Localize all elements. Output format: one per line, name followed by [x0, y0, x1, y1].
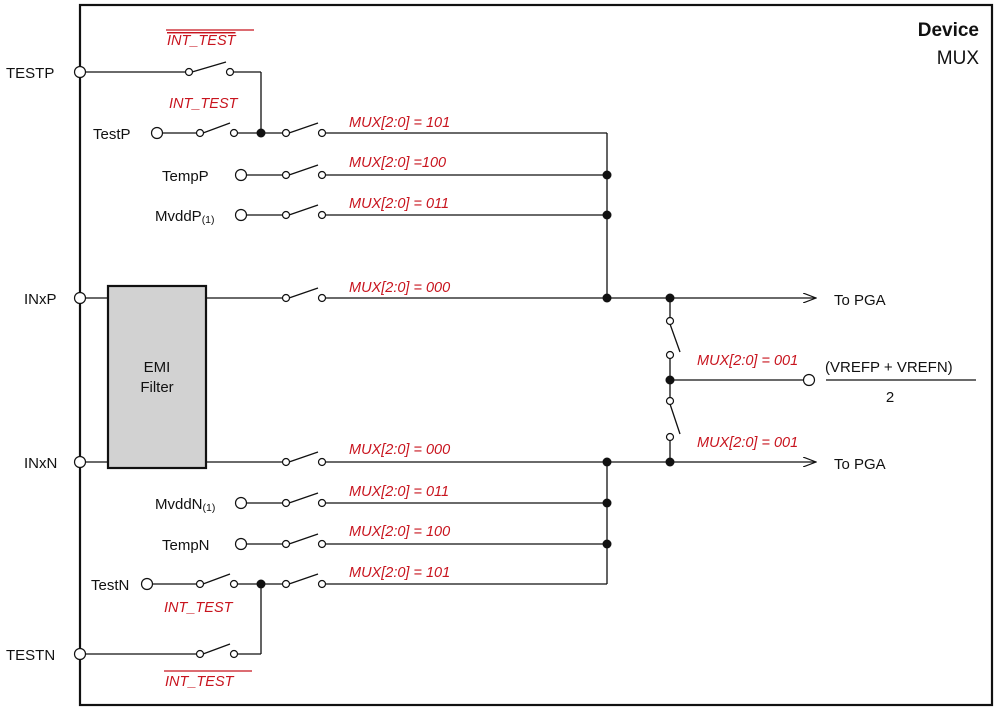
switch-mux000-p	[288, 287, 319, 299]
junction-dots	[256, 128, 675, 589]
input-terminal-tempn	[234, 537, 248, 551]
annotation-mux-001-mid: MUX[2:0] = 001	[697, 353, 798, 369]
output-label-to-pga-bottom: To PGA	[834, 456, 886, 473]
input-terminal-testp	[150, 126, 164, 140]
switch-mux000-n	[288, 451, 319, 463]
input-label-mvddn: MvddN(1)	[155, 496, 215, 514]
input-terminal-mvddp	[234, 208, 248, 222]
switch-mux100-p	[288, 164, 319, 176]
device-border	[78, 3, 994, 707]
input-label-testp: TestP	[93, 126, 131, 143]
mux-subtitle: MUX	[937, 48, 980, 69]
switch-mux011-p	[288, 204, 319, 216]
annotation-mux-000-p: MUX[2:0] = 000	[349, 280, 450, 296]
annotation-int-test-bottom: INT_TEST	[164, 600, 234, 616]
switch-mux101-n	[288, 573, 319, 585]
pin-label-inxn: INxN	[24, 455, 57, 472]
input-label-testn: TestN	[91, 577, 129, 594]
pin-terminal-inxp	[73, 291, 87, 305]
vref-denominator: 2	[886, 389, 894, 406]
annotation-int-test-bar-top: INT_TEST	[167, 33, 237, 49]
input-terminal-mvddn	[234, 496, 248, 510]
switch-mux001-top	[669, 323, 681, 353]
input-label-mvddp: MvddP(1)	[155, 208, 215, 226]
annotation-mux-100-p: MUX[2:0] =100	[349, 155, 446, 171]
switch-mux101-p	[288, 122, 319, 134]
wires	[85, 61, 976, 655]
output-label-to-pga-top: To PGA	[834, 292, 886, 309]
switch-testn-int	[202, 573, 231, 585]
pin-label-inxp: INxP	[24, 291, 57, 308]
pin-label-testn: TESTN	[6, 647, 55, 664]
switch-testn	[202, 643, 231, 655]
switch-mux011-n	[288, 492, 319, 504]
switch-mux100-n	[288, 533, 319, 545]
device-title: Device	[918, 20, 979, 41]
pin-terminal-testn	[73, 647, 87, 661]
annotation-mux-101-n: MUX[2:0] = 101	[349, 565, 450, 581]
emi-filter-box	[106, 284, 208, 470]
annotation-mux-001-low: MUX[2:0] = 001	[697, 435, 798, 451]
emi-filter-label-line2: Filter	[140, 379, 173, 396]
pin-label-testp: TESTP	[6, 65, 54, 82]
switch-testp-int	[202, 122, 231, 134]
annotation-int-test-bar-bottom: INT_TEST	[165, 674, 235, 690]
input-label-tempn: TempN	[162, 537, 210, 554]
input-terminal-tempp	[234, 168, 248, 182]
annotation-mux-000-n: MUX[2:0] = 000	[349, 442, 450, 458]
pin-terminal-testp	[73, 65, 87, 79]
annotation-mux-011-n: MUX[2:0] = 011	[349, 484, 449, 500]
vref-numerator: (VREFP + VREFN)	[825, 359, 953, 376]
emi-filter-label-line1: EMI	[144, 359, 171, 376]
annotation-mux-011-p: MUX[2:0] = 011	[349, 196, 449, 212]
input-label-tempp: TempP	[162, 168, 209, 185]
annotation-int-test-top: INT_TEST	[169, 96, 239, 112]
switch-mux001-bottom	[669, 403, 681, 435]
annotation-mux-100-n: MUX[2:0] = 100	[349, 524, 450, 540]
input-terminal-testn	[140, 577, 154, 591]
vref-output-terminal	[802, 373, 816, 387]
switch-contacts	[73, 65, 816, 661]
pin-terminal-inxn	[73, 455, 87, 469]
switch-testp	[191, 61, 227, 73]
annotation-mux-101-p: MUX[2:0] = 101	[349, 115, 450, 131]
